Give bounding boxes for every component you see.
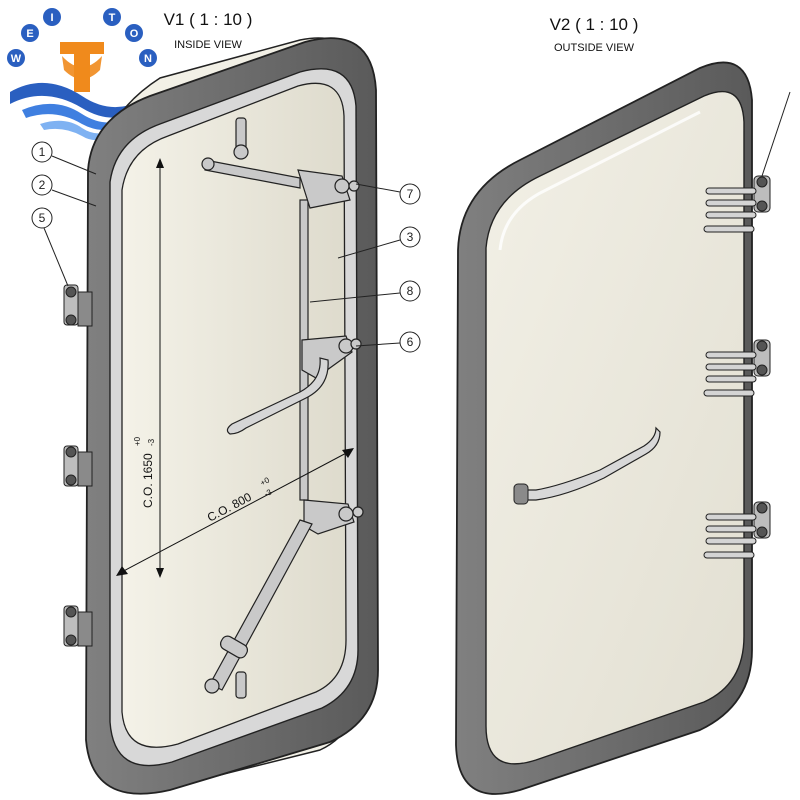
callout-number: 8 <box>407 284 414 298</box>
callout-2: 2 <box>31 174 97 207</box>
callout-number: 2 <box>39 178 46 192</box>
hinge <box>63 605 93 647</box>
locking-mechanism <box>201 117 364 699</box>
callout-7: 7 <box>355 183 421 205</box>
outside-view-label: V2 ( 1 : 10 ) <box>550 15 639 34</box>
outside-view <box>455 61 791 795</box>
callout-1: 1 <box>31 141 97 175</box>
logo-letter: I <box>50 12 53 24</box>
callout-8: 8 <box>309 280 421 303</box>
logo-letter: E <box>26 28 33 40</box>
callout-6: 6 <box>355 331 421 353</box>
logo-letters: W E I T O N <box>7 8 157 67</box>
outside-handle <box>513 426 661 505</box>
hinge <box>703 501 771 559</box>
weitong-logo: W E I T O N <box>7 2 157 141</box>
width-tol-lower: -3 <box>263 487 274 499</box>
outside-view-caption: OUTSIDE VIEW <box>554 42 635 54</box>
callout-5: 5 <box>31 207 69 287</box>
hinge <box>703 339 771 397</box>
callout-number: 3 <box>407 230 414 244</box>
inside-view-caption: INSIDE VIEW <box>174 39 242 51</box>
hinge <box>63 284 93 327</box>
callout-number: 1 <box>39 145 46 159</box>
logo-letter: O <box>130 28 139 40</box>
leader-line <box>761 91 791 177</box>
callout-number: 6 <box>407 335 414 349</box>
inside-view: C.O. 1650 +0 -3 C.O. 800 +0 -3 1 2 3 <box>31 37 421 795</box>
door-panel-inside <box>121 82 347 748</box>
dimension-height: C.O. 1650 +0 -3 <box>133 158 164 578</box>
logo-wave <box>10 82 154 118</box>
inside-view-label: V1 ( 1 : 10 ) <box>164 10 253 29</box>
width-tol-upper: +0 <box>259 475 272 487</box>
inside-handle <box>226 357 329 435</box>
hinge <box>63 445 93 487</box>
callout-3: 3 <box>337 226 421 259</box>
height-tol-lower: -3 <box>147 438 156 446</box>
height-tol-upper: +0 <box>133 436 142 446</box>
top-dog <box>297 169 351 209</box>
door-panel-outside <box>485 91 745 765</box>
callout-number: 7 <box>407 187 414 201</box>
logo-letter: T <box>109 12 116 24</box>
logo-letter: W <box>11 53 22 65</box>
callout-number: 5 <box>39 211 46 225</box>
height-dimension-label: C.O. 1650 <box>141 453 155 508</box>
logo-letter: N <box>144 53 152 65</box>
